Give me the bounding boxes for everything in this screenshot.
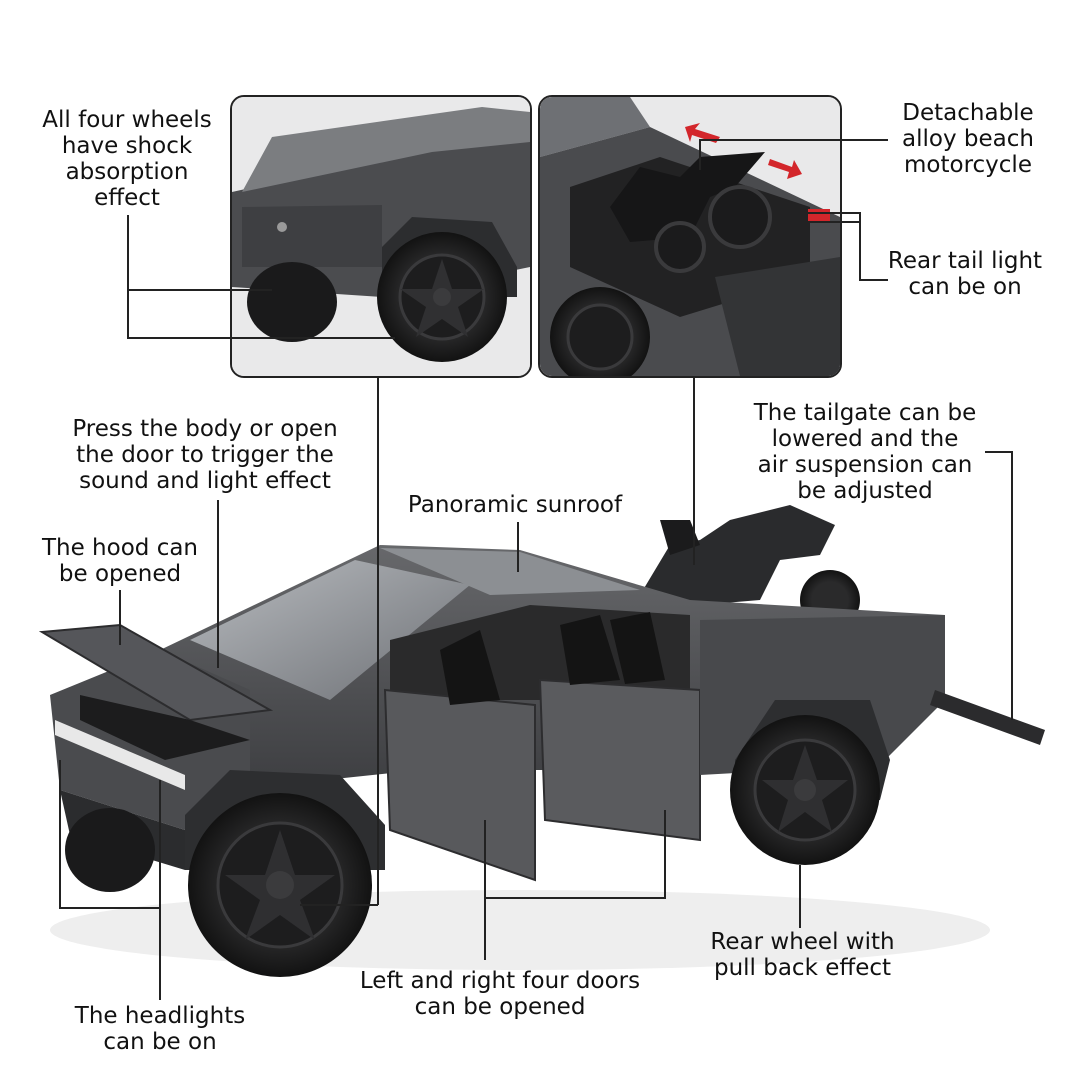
callout-tailgate: The tailgate can be lowered and the air … bbox=[753, 400, 977, 504]
rear-door-open bbox=[538, 678, 701, 842]
bed-motorcycle bbox=[610, 152, 765, 242]
rear-tail-light bbox=[808, 209, 830, 223]
callout-rear-wheel: Rear wheel with pull back effect bbox=[710, 929, 895, 981]
front-door-open bbox=[383, 688, 536, 882]
lowered-tailgate bbox=[930, 690, 1045, 745]
wheel-closeup-image bbox=[232, 97, 530, 376]
rear-wheel bbox=[730, 715, 880, 865]
callout-headlights: The headlights can be on bbox=[74, 1003, 246, 1055]
callout-doors: Left and right four doors can be opened bbox=[359, 968, 641, 1020]
truck-body bbox=[38, 545, 1045, 882]
windshield bbox=[190, 560, 470, 700]
front-left-wheel-far bbox=[65, 808, 155, 892]
bed-closeup-image bbox=[540, 97, 840, 376]
callout-sound-light: Press the body or open the door to trigg… bbox=[72, 416, 338, 494]
panoramic-sunroof bbox=[380, 548, 640, 595]
inset-wheel-closeup bbox=[230, 95, 532, 378]
inset-bed-closeup bbox=[538, 95, 842, 378]
callout-shock-absorption: All four wheels have shock absorption ef… bbox=[42, 107, 212, 211]
callout-tail-light: Rear tail light can be on bbox=[887, 248, 1043, 300]
callout-motorcycle: Detachable alloy beach motorcycle bbox=[902, 100, 1034, 178]
callout-sunroof: Panoramic sunroof bbox=[407, 492, 623, 518]
red-arrow-icon bbox=[685, 123, 720, 143]
callout-hood: The hood can be opened bbox=[41, 535, 199, 587]
open-hood bbox=[38, 623, 274, 722]
front-wheel bbox=[188, 793, 372, 977]
